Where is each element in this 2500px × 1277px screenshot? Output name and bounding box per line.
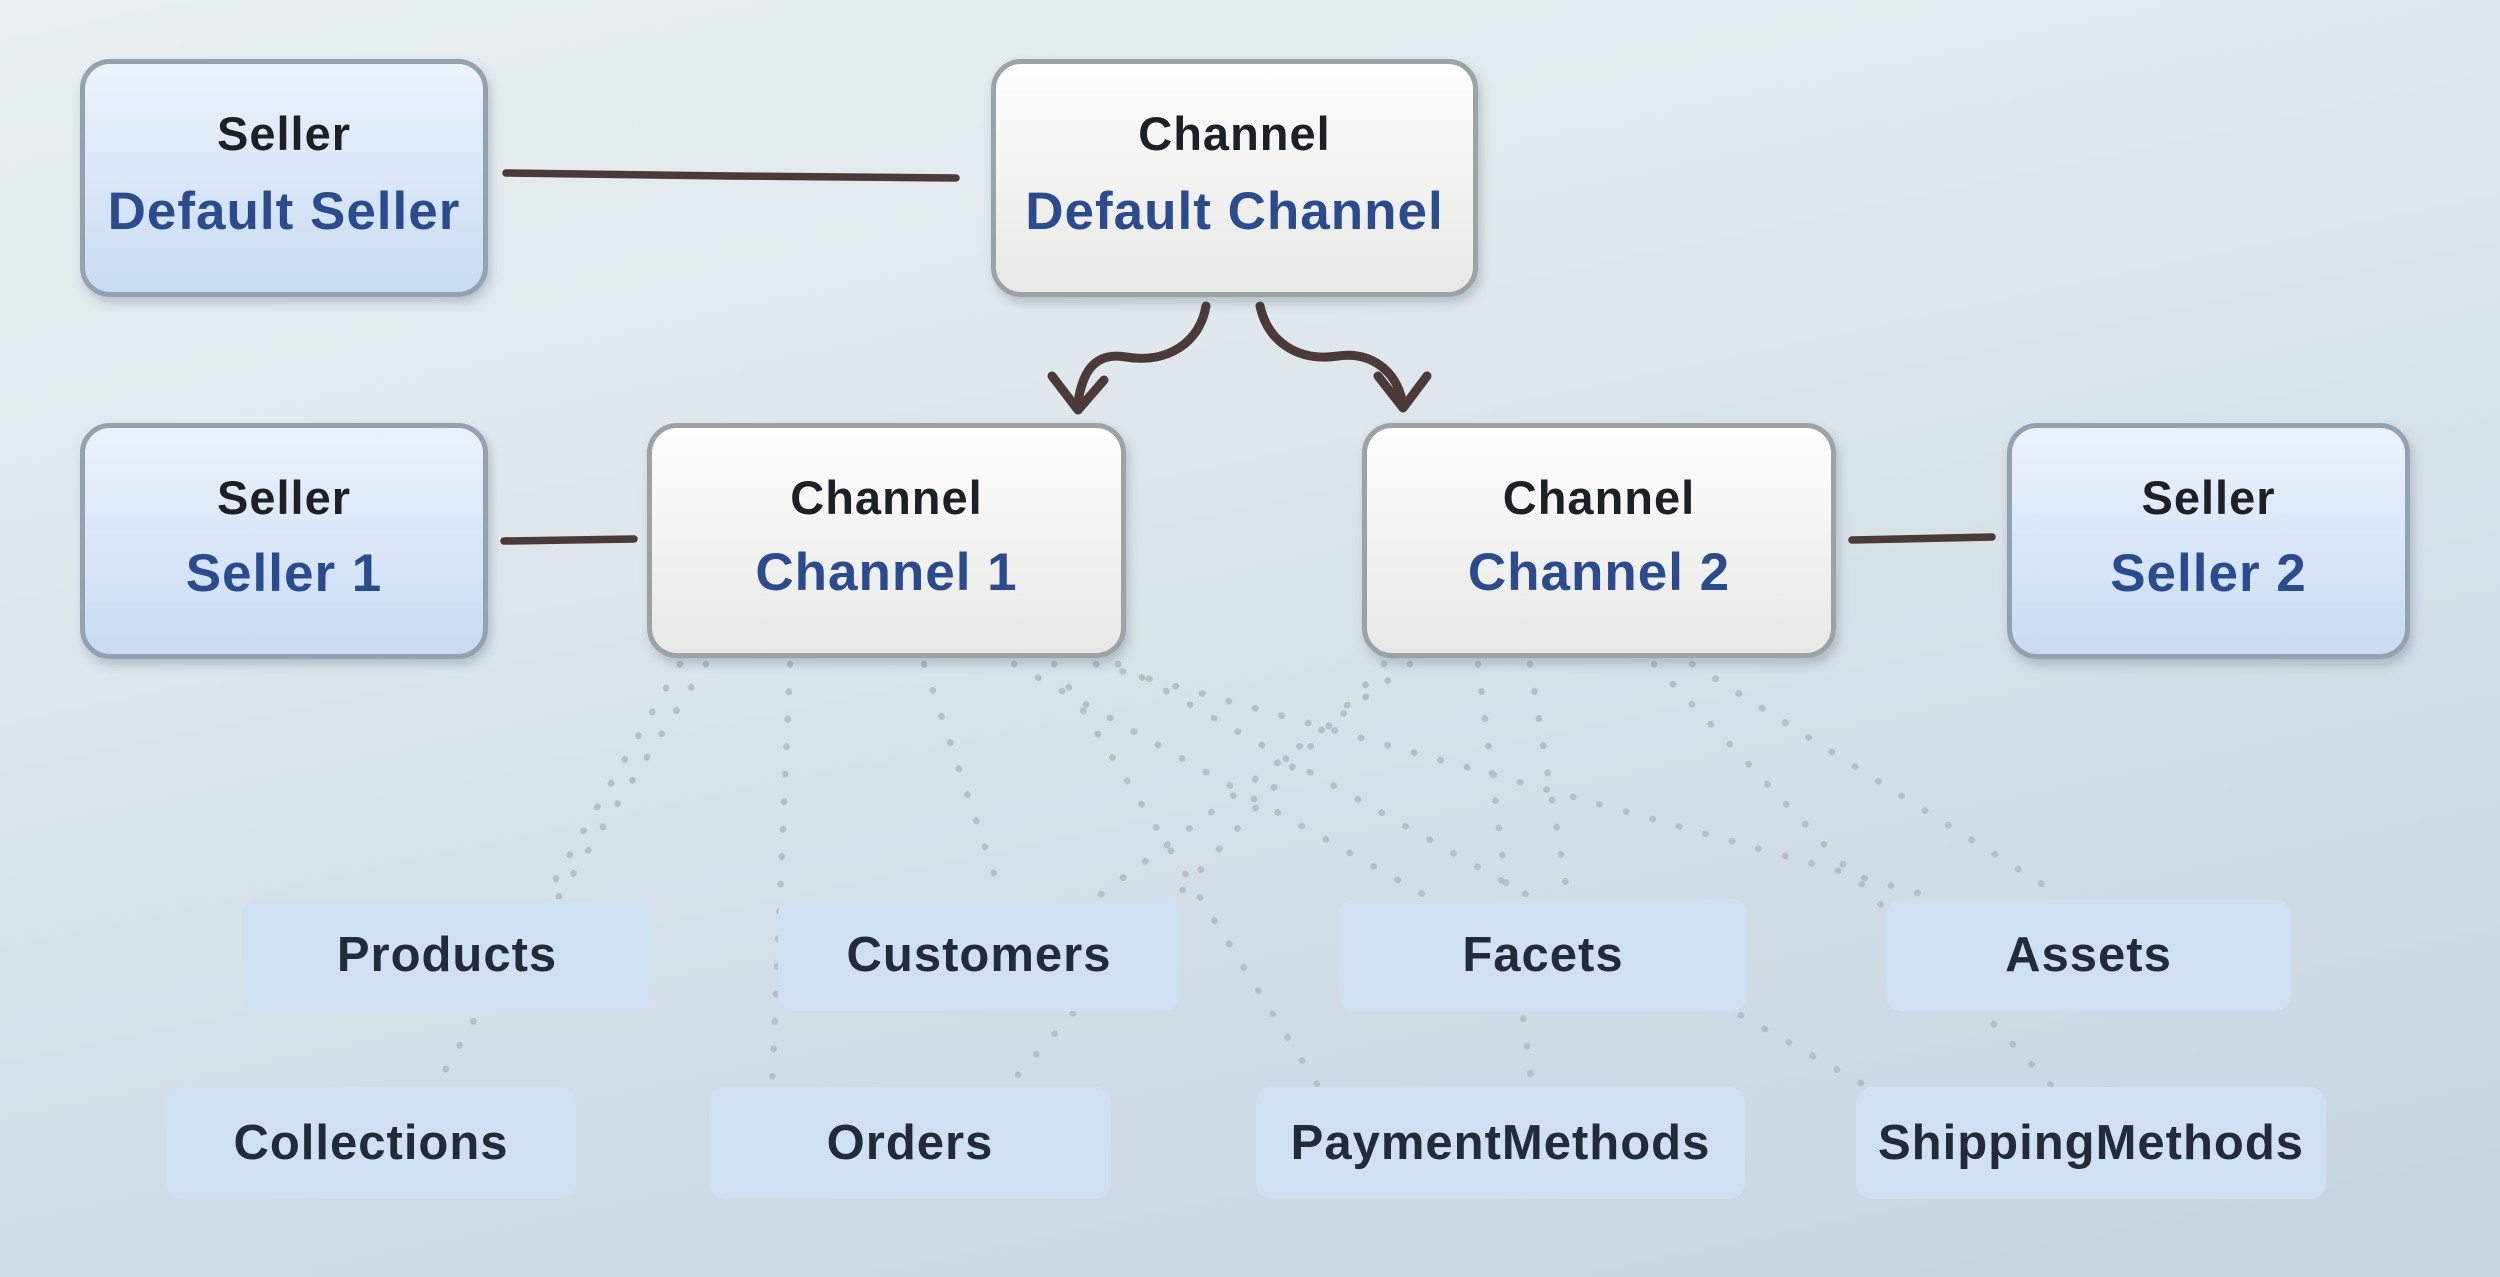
arrow-default-channel-to-channel1 — [1073, 301, 1211, 407]
node-name-label: Seller 2 — [2110, 544, 2307, 603]
node-type-label: Seller — [2141, 471, 2276, 524]
entity-payment-methods: PaymentMethods — [1256, 1087, 1745, 1199]
node-name-label: Default Seller — [107, 182, 461, 241]
edge-channel1-shippingmethods — [1114, 660, 1870, 1090]
node-type-label: Channel — [790, 471, 983, 524]
node-name-label: Default Channel — [1025, 182, 1444, 241]
link-channel2-seller2 — [1848, 533, 1996, 544]
node-default-channel: Channel Default Channel — [991, 59, 1478, 297]
edge-channel1-facets — [1010, 660, 1434, 902]
edge-channel2-facets — [1526, 660, 1572, 902]
edge-channel2-shippingmethods — [1650, 660, 2056, 1090]
node-type-label: Channel — [1502, 471, 1696, 524]
entity-orders: Orders — [709, 1087, 1111, 1199]
node-type-label: Seller — [216, 107, 352, 160]
entity-assets: Assets — [1886, 899, 2291, 1011]
entity-customers: Customers — [778, 899, 1180, 1011]
entity-shipping-methods: ShippingMethods — [1856, 1087, 2326, 1199]
edge-channel1-collections — [432, 660, 684, 1090]
link-default-seller-default-channel — [502, 169, 960, 182]
edge-channel2-paymentmethods — [1474, 660, 1536, 1090]
node-channel-2: Channel Channel 2 — [1362, 423, 1836, 658]
node-type-label: Channel — [1138, 107, 1331, 160]
edge-channel2-customers — [1092, 660, 1414, 902]
edge-channel1-products — [554, 660, 710, 902]
edge-channel1-assets — [1092, 660, 1940, 902]
node-name-label: Seller 1 — [185, 544, 383, 603]
node-channel-1: Channel Channel 1 — [647, 423, 1126, 658]
node-type-label: Seller — [216, 471, 352, 524]
arrowhead-default-channel-to-channel1 — [1047, 371, 1109, 415]
node-name-label: Channel 2 — [1467, 543, 1731, 602]
edge-channel2-assets — [1688, 660, 2068, 902]
arrowhead-default-channel-to-channel2 — [1373, 371, 1432, 413]
edge-channel1-orders — [768, 660, 794, 1090]
entity-facets: Facets — [1339, 899, 1747, 1011]
entity-products: Products — [242, 899, 652, 1011]
arrow-default-channel-to-channel2 — [1255, 301, 1407, 405]
entity-collections: Collections — [166, 1087, 576, 1199]
node-default-seller: Seller Default Seller — [80, 59, 488, 297]
edge-channel1-customers — [920, 660, 1006, 902]
link-seller1-channel1 — [500, 535, 638, 545]
node-seller-2: Seller Seller 2 — [2007, 423, 2410, 659]
edge-channel1-paymentmethods — [1050, 660, 1322, 1090]
node-name-label: Channel 1 — [755, 543, 1018, 602]
edge-channel2-orders — [1004, 660, 1388, 1090]
node-seller-1: Seller Seller 1 — [80, 423, 488, 659]
